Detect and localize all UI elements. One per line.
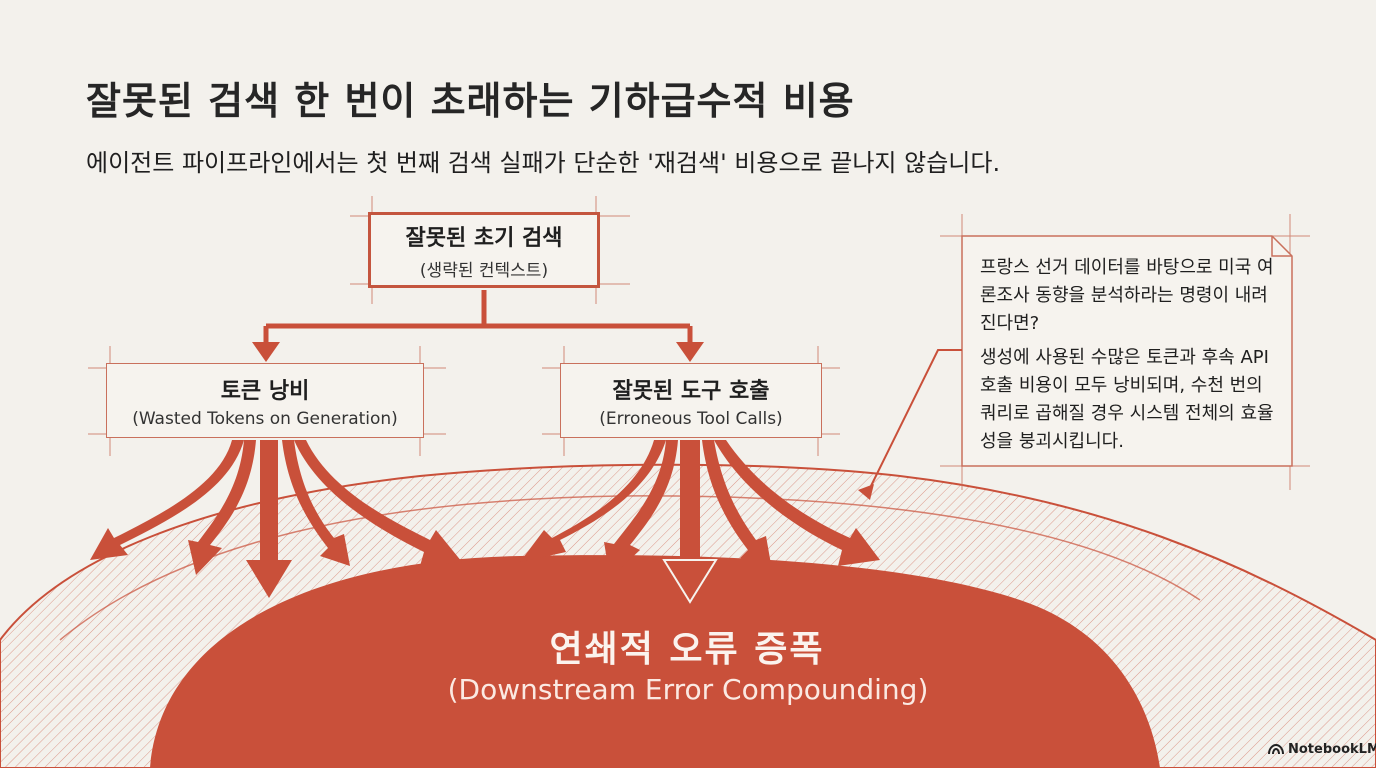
root-node-sublabel: (생략된 컨텍스트) [419, 260, 549, 281]
note-answer: 생성에 사용된 수많은 토큰과 후속 API 호출 비용이 모두 낭비되며, 수… [980, 347, 1274, 452]
left-fan-arrows [90, 440, 462, 598]
root-node-box: 잘못된 초기 검색 (생략된 컨텍스트) [368, 212, 600, 288]
result-sublabel: (Downstream Error Compounding) [447, 673, 929, 706]
notebooklm-icon [1268, 744, 1284, 755]
arrow-accents [662, 559, 718, 604]
arrow-to-right-node [676, 342, 704, 362]
note-box-border [961, 235, 1293, 467]
note-folded-corner [1271, 236, 1292, 257]
brand-logo: NotebookLM [1268, 742, 1376, 757]
explanation-note: 프랑스 선거 데이터를 바탕으로 미국 여론조사 동향을 분석하라는 명령이 내… [962, 236, 1292, 468]
brand-name: NotebookLM [1288, 742, 1376, 757]
root-node-label: 잘못된 초기 검색 [405, 225, 563, 251]
page-title: 잘못된 검색 한 번이 초래하는 기하급수적 비용 [86, 79, 855, 123]
token-waste-sublabel: (Wasted Tokens on Generation) [132, 408, 398, 429]
error-compounding-blob [150, 555, 1160, 768]
note-pointer-line [867, 349, 962, 493]
token-waste-label: 토큰 낭비 [220, 378, 310, 404]
page-subtitle: 에이전트 파이프라인에서는 첫 번째 검색 실패가 단순한 '재검색' 비용으로… [86, 149, 1001, 177]
tool-call-label: 잘못된 도구 호출 [612, 378, 770, 404]
tool-call-sublabel: (Erroneous Tool Calls) [599, 408, 783, 429]
token-waste-node-box: 토큰 낭비 (Wasted Tokens on Generation) [106, 363, 424, 438]
right-fan-arrows [520, 440, 880, 602]
note-pointer-arrowhead [858, 484, 874, 500]
arrow-to-left-node [252, 342, 280, 362]
result-label: 연쇄적 오류 증폭 [549, 629, 825, 670]
tool-call-node-box: 잘못된 도구 호출 (Erroneous Tool Calls) [560, 363, 822, 438]
note-question: 프랑스 선거 데이터를 바탕으로 미국 여론조사 동향을 분석하라는 명령이 내… [980, 257, 1274, 334]
root-connectors [263, 290, 693, 346]
